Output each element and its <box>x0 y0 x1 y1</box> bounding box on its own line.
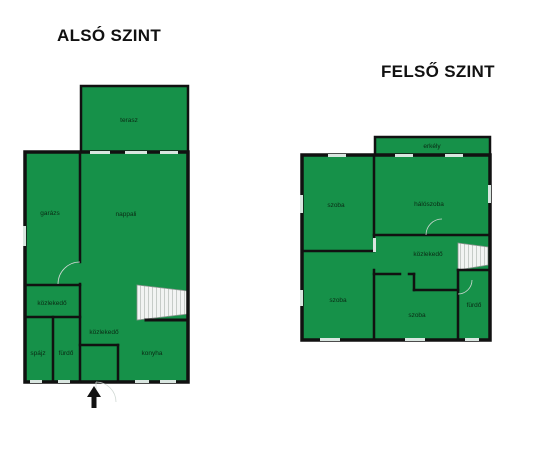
upper-floor-plan: erkély szoba hálószoba közlekedő szoba s… <box>300 135 492 342</box>
spajz-label: spájz <box>30 350 45 357</box>
nappali-room <box>80 152 188 382</box>
lower-floor-title: ALSÓ SZINT <box>57 26 162 45</box>
window <box>300 195 303 213</box>
terasz-label: terasz <box>120 117 138 124</box>
window <box>395 154 413 157</box>
window <box>445 154 463 157</box>
terasz-room <box>81 86 188 152</box>
lower-floor-plan: terasz nappali garázs közlekedő közleked… <box>23 84 190 408</box>
window <box>125 151 147 154</box>
upper-stairs <box>457 242 489 271</box>
lower-stairs <box>136 284 189 321</box>
erkely-label: erkély <box>423 143 441 150</box>
garazs-label: garázs <box>40 210 60 217</box>
spajz-room <box>25 317 53 382</box>
haloszoba-label: hálószoba <box>414 201 444 208</box>
window <box>160 380 176 383</box>
window <box>90 151 110 154</box>
window <box>58 380 70 383</box>
door-swing <box>57 261 81 285</box>
window <box>465 338 479 341</box>
window <box>373 238 376 252</box>
szoba-top-left-label: szoba <box>327 202 345 209</box>
erkely-room <box>375 137 490 155</box>
window <box>30 380 42 383</box>
door-swing <box>457 279 473 295</box>
door-swing <box>425 218 443 236</box>
window <box>488 185 491 203</box>
konyha-label: konyha <box>142 350 163 357</box>
szoba-bottom-left-label: szoba <box>329 297 347 304</box>
window <box>328 154 346 157</box>
garazs-room <box>25 152 80 285</box>
furdo-upper-label: fürdő <box>467 302 482 309</box>
window <box>160 151 178 154</box>
kozlekedo-center-label: közlekedő <box>89 329 119 336</box>
kozlekedo-upper-label: közlekedő <box>413 251 443 258</box>
window <box>135 380 149 383</box>
szoba-bottom-center-label: szoba <box>408 312 426 319</box>
furdo-lower-label: fürdő <box>59 350 74 357</box>
arrow-up-icon <box>87 386 101 408</box>
window <box>405 338 425 341</box>
furdo-lower-room <box>53 317 80 382</box>
upper-floor-title: FELSŐ SZINT <box>381 62 495 81</box>
window <box>23 226 26 246</box>
kozlekedo-left-label: közlekedő <box>37 300 67 307</box>
door-swing <box>95 381 117 403</box>
window <box>300 290 303 306</box>
nappali-label: nappali <box>116 211 137 218</box>
window <box>320 338 340 341</box>
entrance-hall <box>80 345 118 382</box>
kozlekedo-left-room <box>25 285 80 317</box>
